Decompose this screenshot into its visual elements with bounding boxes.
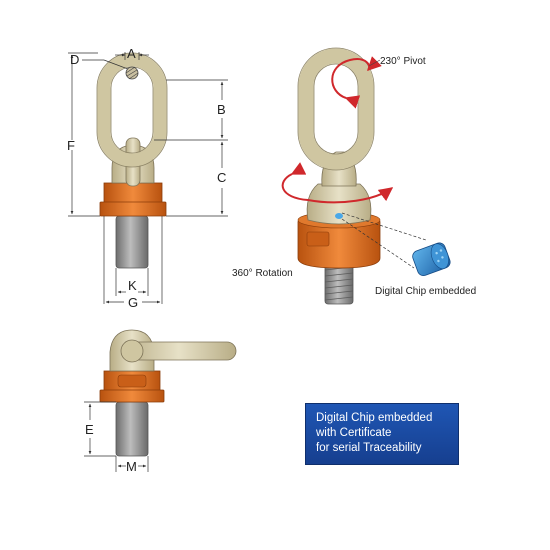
digital-chip [412,242,451,277]
side-view-drawing: E M [84,329,237,474]
bolt-thread [115,215,149,269]
rotation-label: 360° Rotation [232,268,293,279]
info-line-3: for serial Traceability [316,442,422,454]
pivot-arrow-icon [331,56,382,109]
info-line-2: with Certificate [316,427,392,439]
pivot-label: 230° Pivot [380,56,426,67]
dim-label-f: F [67,138,75,153]
perspective-link [298,48,374,170]
dim-label-m: M [126,459,137,474]
lifting-link [97,53,167,167]
traceability-info-box: Digital Chip embedded with Certificate f… [305,403,459,465]
front-view-drawing: A D F B C K G [67,46,228,310]
dim-label-b: B [217,102,226,117]
info-line-1: Digital Chip embedded [316,412,433,424]
dim-label-d: D [70,52,79,67]
rotation-arrow-icon [281,162,394,204]
dim-label-g: G [128,295,138,310]
dim-label-k: K [128,278,137,293]
chip-label: Digital Chip embedded [375,286,476,297]
side-bolt [115,401,149,457]
dim-label-c: C [217,170,226,185]
dim-label-e: E [85,422,94,437]
chip-spot [335,213,343,219]
perspective-view: 230° Pivot 360° Rotation Digital Chip em… [232,47,476,305]
dim-label-a: A [127,46,136,61]
